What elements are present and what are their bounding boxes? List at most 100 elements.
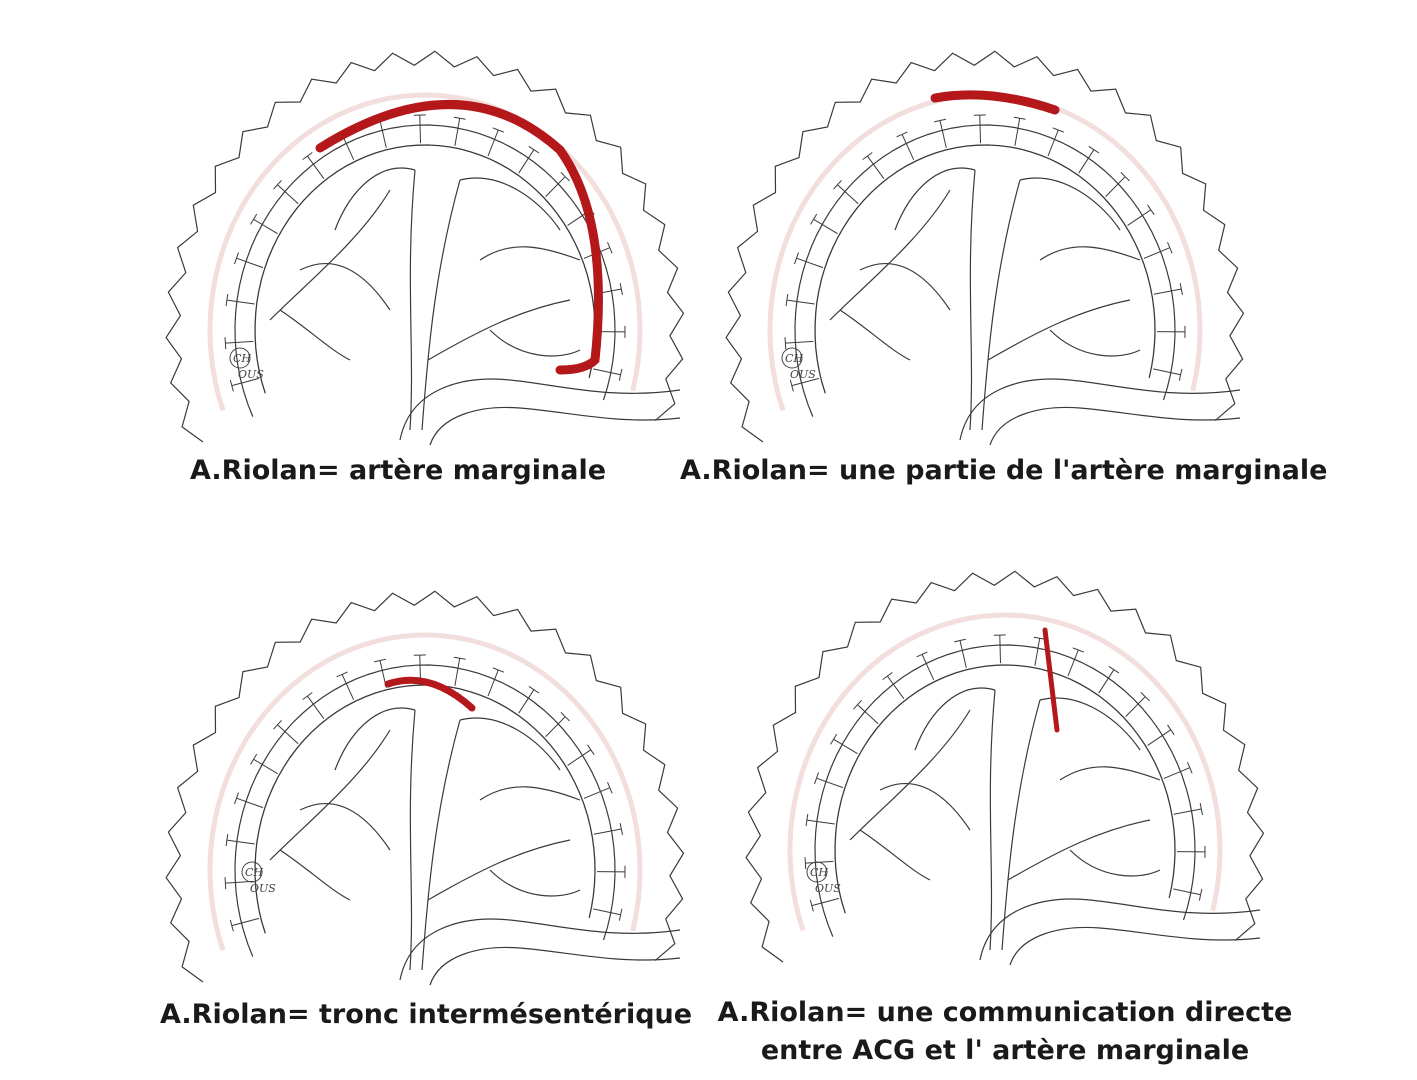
vasa-recta-branch xyxy=(896,133,903,138)
vasa-recta xyxy=(231,917,260,927)
svg-text:CH: CH xyxy=(233,352,251,365)
mesenteric-vessel xyxy=(1039,246,1141,261)
caption-panel-4-line-2: entre ACG et l' artère marginale xyxy=(760,1035,1250,1066)
vasa-recta-branch xyxy=(1140,692,1146,698)
vasa-recta-branch xyxy=(939,118,947,121)
colon-vascular-illustration-2: CH OUS xyxy=(725,50,1245,446)
vasa-recta-branch xyxy=(853,704,858,710)
vasa-recta-branch xyxy=(273,724,278,730)
svg-text:CH: CH xyxy=(785,352,803,365)
colon-inner-wall xyxy=(794,124,1176,417)
colon-halo xyxy=(207,92,643,412)
mesenteric-vessel xyxy=(479,246,581,261)
vasa-recta xyxy=(379,120,387,148)
vasa-recta-branch xyxy=(341,671,348,675)
vasa-recta-branch xyxy=(794,258,797,265)
caption-panel-4-line-1: A.Riolan= une communication directe xyxy=(717,997,1293,1028)
vasa-recta-branch xyxy=(1072,647,1079,651)
vasa-recta-branch xyxy=(1113,669,1120,674)
mesenteric-vessel xyxy=(427,839,571,901)
small-bowel-loop xyxy=(399,378,681,441)
diagram-panel-3: CH OUS xyxy=(160,570,700,990)
vasa-recta-branch xyxy=(498,129,505,133)
vasa-recta-branch xyxy=(1187,762,1191,768)
vasa-recta-branch xyxy=(498,669,505,673)
marginal-artery xyxy=(814,144,1156,394)
vasa-recta xyxy=(225,340,254,344)
riolan-highlight-marginal-artery-segment xyxy=(930,90,1060,115)
mesenteric-vessel xyxy=(269,729,391,861)
vasa-recta xyxy=(1153,288,1182,295)
vasa-recta-branch xyxy=(528,685,535,691)
mesenteric-vessel xyxy=(279,849,351,901)
vasa-recta-branch xyxy=(560,712,566,718)
vasa-recta xyxy=(593,828,622,835)
mesenteric-vessel xyxy=(1001,699,1041,951)
vasa-recta-branch xyxy=(618,374,622,381)
mesenteric-vessel xyxy=(459,177,561,231)
vasa-recta-branch xyxy=(1167,724,1172,731)
vasa-recta-branch xyxy=(1093,149,1100,154)
vasa-recta xyxy=(785,340,814,344)
vasa-recta-branch xyxy=(796,252,799,259)
vasa-recta xyxy=(1067,649,1079,677)
colon-halo xyxy=(207,632,643,952)
vasa-recta-branch xyxy=(618,914,622,921)
vasa-recta xyxy=(253,218,278,235)
vasa-recta-branch xyxy=(607,782,611,788)
vasa-recta xyxy=(1153,368,1181,376)
vasa-recta xyxy=(306,695,325,719)
mesenteric-vessel xyxy=(879,782,971,831)
vasa-recta-branch xyxy=(1180,288,1183,295)
vasa-recta-branch xyxy=(830,739,835,745)
vasa-recta xyxy=(226,299,255,305)
vasa-recta-branch xyxy=(620,908,623,915)
mesenteric-vessel xyxy=(279,309,351,361)
vasa-recta-branch xyxy=(229,379,233,386)
signature-logo: CH OUS xyxy=(781,347,816,381)
svg-text:OUS: OUS xyxy=(238,368,264,381)
vasa-recta-branch xyxy=(336,673,343,678)
colon-inner-wall xyxy=(234,664,616,957)
vasa-recta-branch xyxy=(459,657,466,660)
mesenteric-vessel xyxy=(829,189,951,321)
vasa-recta xyxy=(1147,729,1172,746)
vasa-recta-branch xyxy=(253,213,258,220)
mesenteric-vessel xyxy=(421,179,461,431)
caption-panel-3: A.Riolan= tronc intermésentérique xyxy=(160,999,693,1030)
colon-vascular-illustration-3: CH OUS xyxy=(165,590,685,986)
vasa-recta-branch xyxy=(1120,172,1126,178)
vasa-recta-branch xyxy=(609,787,613,794)
vasa-recta-branch xyxy=(277,179,282,186)
vasa-recta-branch xyxy=(236,252,239,259)
vasa-recta-branch xyxy=(226,294,229,301)
vasa-recta-branch xyxy=(867,152,873,157)
vasa-recta-branch xyxy=(1170,729,1175,735)
riolan-highlight-marginal-artery-full xyxy=(315,100,603,375)
mesenteric-vessel xyxy=(427,299,571,361)
vasa-recta xyxy=(253,758,278,775)
vasa-recta-branch xyxy=(453,656,460,659)
vasa-recta-branch xyxy=(560,172,566,178)
vasa-recta xyxy=(593,368,621,376)
vasa-recta-branch xyxy=(811,905,814,912)
mesenteric-vessel xyxy=(989,689,996,951)
vasa-recta-branch xyxy=(806,814,809,821)
riolan-highlight-intermesenteric-trunk xyxy=(384,676,476,712)
vasa-recta xyxy=(583,787,610,799)
mesenteric-vessel xyxy=(1059,766,1161,781)
vasa-recta-branch xyxy=(789,379,793,386)
vasa-recta-branch xyxy=(533,689,540,694)
vasa-recta-branch xyxy=(307,692,313,697)
vasa-recta-branch xyxy=(1199,803,1202,810)
colon-outer-wall xyxy=(165,50,685,443)
mesenteric-vessel xyxy=(849,709,971,841)
vasa-recta-branch xyxy=(1200,808,1203,815)
mesenteric-vessel xyxy=(409,169,416,431)
vasa-recta xyxy=(236,797,264,809)
vasa-recta-branch xyxy=(1200,888,1203,895)
mesenteric-vessel xyxy=(914,687,996,751)
colon-outer-wall xyxy=(725,50,1245,443)
vasa-recta xyxy=(999,635,1001,664)
vasa-recta-branch xyxy=(1088,145,1095,151)
